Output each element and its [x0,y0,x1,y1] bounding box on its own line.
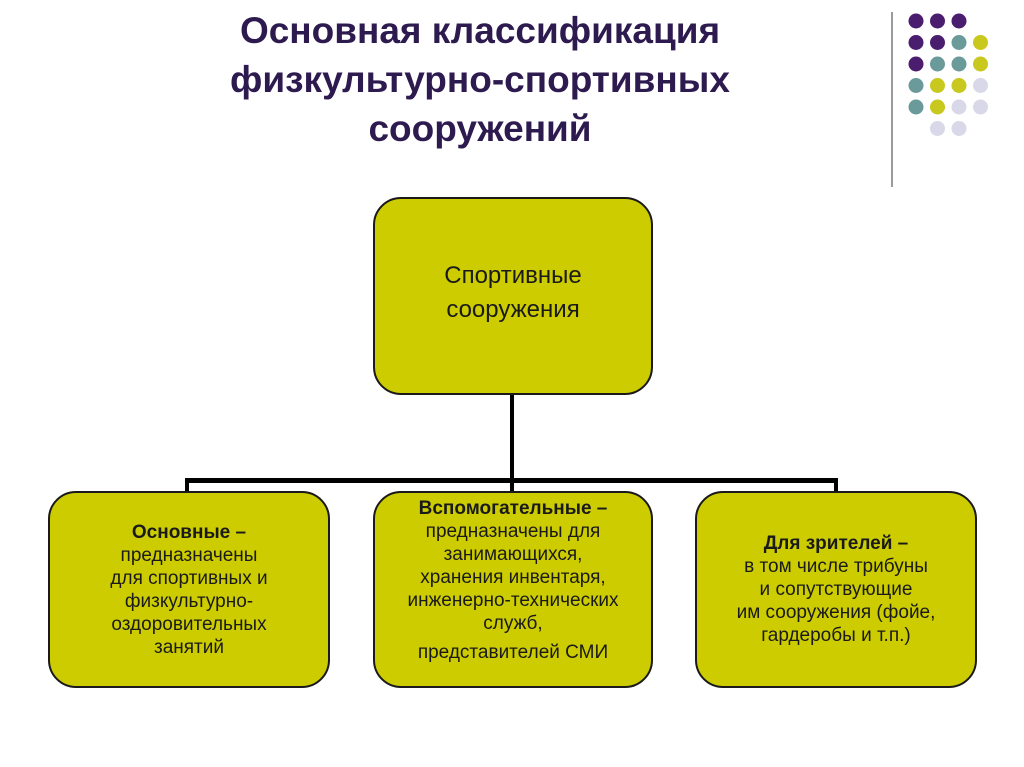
dot-grid [908,13,988,136]
node-auxiliary-line-6: представителей СМИ [417,642,609,663]
decorative-dot [908,56,924,72]
decorative-dot [908,13,924,29]
decorative-dot [951,99,967,115]
decorative-dot [973,99,988,115]
title-line-2: физкультурно-спортивных [230,59,730,100]
decorative-dot [930,78,945,93]
root-node-sports-facilities: Спортивные сооружения [373,197,653,395]
left-branch-connector [185,478,189,492]
node-main-line-1: предназначены [120,544,258,566]
node-main-line-4: оздоровительных [111,613,267,635]
decorative-dot [973,78,988,93]
node-auxiliary-line-5: служб, [483,613,543,634]
node-spectator-heading: Для зрителей – [763,533,909,554]
middle-branch-connector [510,478,514,492]
vertical-divider [891,12,893,187]
decorative-dot [908,78,924,93]
title-line-1: Основная классификация [239,10,721,51]
decorative-dot [951,35,967,50]
node-auxiliary-facilities: Вспомогательные – предназначены для зани… [373,491,653,688]
root-node-line-2: сооружения [446,296,580,323]
node-main-facilities: Основные – предназначены для спортивных … [48,491,330,688]
decorative-dot [930,56,945,72]
right-branch-connector [834,478,838,492]
root-stem-connector [510,395,514,480]
slide-title: Основная классификация физкультурно-спор… [120,6,840,153]
node-auxiliary-line-3: хранения инвентаря, [420,567,606,588]
decorative-dot [930,35,945,50]
node-main-line-3: физкультурно- [124,590,254,612]
decorative-dot [930,121,945,136]
decorative-dot [951,78,967,93]
node-spectator-line-1: в том числе трибуны [744,556,928,577]
decorative-dot [973,56,988,72]
node-auxiliary-line-2: занимающихся, [443,544,583,565]
root-node-line-1: Спортивные [444,262,582,289]
node-spectator-facilities: Для зрителей – в том числе трибуны и соп… [695,491,977,688]
decorative-dot [951,13,967,29]
decorative-dot [973,35,988,50]
node-spectator-line-2: и сопутствующие [759,579,913,600]
title-line-3: сооружений [368,108,592,149]
decorative-dot [908,99,924,115]
node-main-line-2: для спортивных и [110,567,268,589]
decorative-dot [908,35,924,50]
decorative-dot [951,56,967,72]
node-auxiliary-line-1: предназначены для [425,521,601,542]
node-spectator-line-3: им сооружения (фойе, [736,602,936,623]
node-auxiliary-heading: Вспомогательные – [418,498,608,519]
node-spectator-line-4: гардеробы и т.п.) [761,625,911,646]
node-main-heading: Основные – [131,521,247,543]
node-main-line-5: занятий [154,636,224,658]
decorative-dot [930,99,945,115]
decorative-dot [951,121,967,136]
node-auxiliary-line-4: инженерно-технических [407,590,619,611]
decorative-dot [930,13,945,29]
